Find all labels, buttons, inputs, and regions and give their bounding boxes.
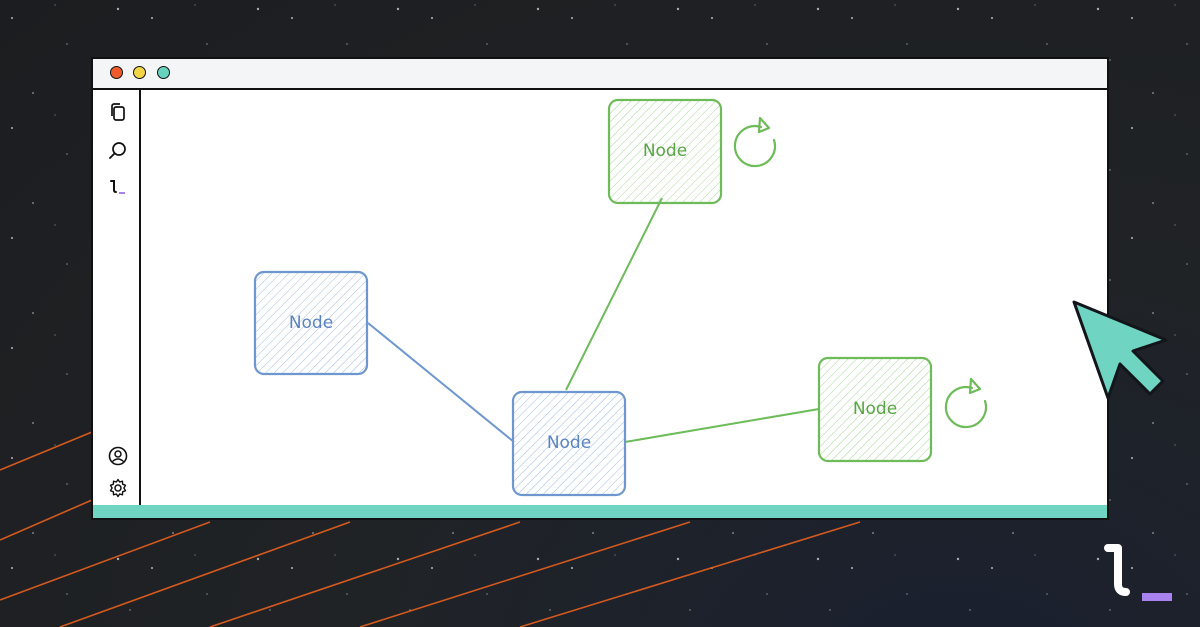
decorative-stripes <box>0 431 861 627</box>
maximize-button[interactable] <box>157 66 170 79</box>
graph-canvas[interactable]: Node Node Node Node <box>141 90 1107 509</box>
graph-edge[interactable] <box>624 408 820 443</box>
graph-edge[interactable] <box>565 197 663 391</box>
account-icon[interactable] <box>107 445 129 467</box>
node-label: Node <box>289 313 333 333</box>
minimize-button[interactable] <box>133 66 146 79</box>
sidebar <box>93 90 141 509</box>
graph-node[interactable]: Node <box>253 270 369 376</box>
brand-logo <box>1104 544 1172 601</box>
settings-icon[interactable] <box>107 477 129 499</box>
graph-node[interactable]: Node <box>511 390 627 497</box>
graph-node[interactable]: Node <box>607 98 723 205</box>
node-label: Node <box>547 433 591 453</box>
copy-icon[interactable] <box>107 101 129 123</box>
title-bar <box>93 59 1107 90</box>
graph-edge[interactable] <box>367 322 515 443</box>
app-window: Node Node Node Node <box>91 57 1109 520</box>
close-button[interactable] <box>110 66 123 79</box>
node-label: Node <box>853 399 897 419</box>
edges <box>367 197 820 443</box>
search-icon[interactable] <box>107 140 129 162</box>
refresh-icon[interactable] <box>733 116 777 168</box>
progress-bar <box>93 505 1107 518</box>
logo-icon[interactable] <box>107 176 129 198</box>
graph-node[interactable]: Node <box>817 356 933 463</box>
refresh-icon[interactable] <box>944 377 988 429</box>
pointer-cursor-icon <box>1072 300 1168 400</box>
node-label: Node <box>643 141 687 161</box>
